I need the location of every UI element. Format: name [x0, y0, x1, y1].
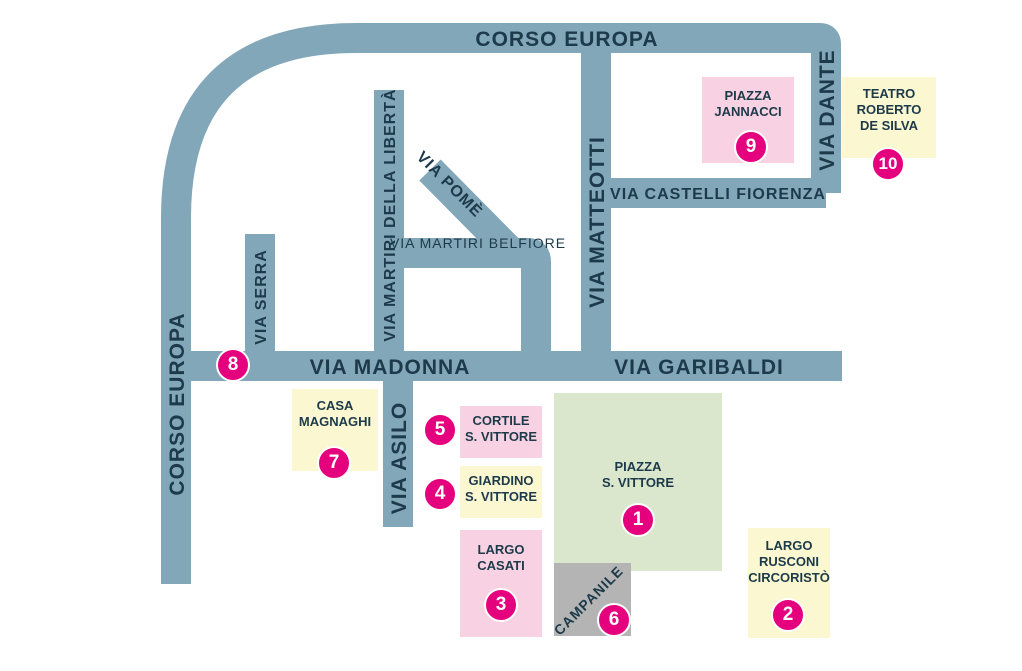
- marker-1[interactable]: 1: [621, 503, 655, 537]
- label-via-serra: VIA SERRA: [253, 249, 270, 345]
- road-via-pome: [419, 159, 523, 264]
- place-name: TEATRO ROBERTO DE SILVA: [856, 86, 922, 133]
- label-via-madonna: VIA MADONNA: [310, 356, 471, 379]
- marker-8[interactable]: 8: [216, 348, 250, 382]
- place-name: GIARDINO S. VITTORE: [465, 473, 537, 504]
- label-via-martiri-liberta: VIA MARTIRI DELLA LIBERTÀ: [380, 88, 399, 341]
- place-name: LARGO RUSCONI CIRCORISTÒ: [748, 538, 830, 585]
- marker-2[interactable]: 2: [771, 598, 805, 632]
- label-via-matteotti: VIA MATTEOTTI: [586, 136, 609, 308]
- marker-7[interactable]: 7: [317, 446, 351, 480]
- label-via-asilo: VIA ASILO: [388, 402, 411, 514]
- place-cortile-s-vittore[interactable]: CORTILE S. VITTORE: [460, 406, 542, 458]
- marker-9[interactable]: 9: [734, 130, 768, 164]
- place-name: LARGO CASATI: [477, 542, 525, 573]
- label-via-martiri-belfiore: VIA MARTIRI BELFIORE: [390, 235, 566, 251]
- label-corso-europa-top: CORSO EUROPA: [475, 28, 658, 51]
- place-teatro-de-silva[interactable]: TEATRO ROBERTO DE SILVA: [842, 77, 936, 158]
- place-name: PIAZZA JANNACCI: [714, 88, 782, 119]
- marker-5[interactable]: 5: [423, 413, 457, 447]
- road-via-martiri-belfiore: [389, 238, 551, 366]
- marker-6[interactable]: 6: [597, 603, 631, 637]
- road-corso-europa: [161, 23, 841, 584]
- place-name: CORTILE S. VITTORE: [465, 413, 537, 444]
- label-via-castelli-fiorenza: VIA CASTELLI FIORENZA: [610, 186, 826, 203]
- label-via-dante: VIA DANTE: [816, 49, 839, 170]
- place-name: PIAZZA S. VITTORE: [602, 459, 674, 490]
- roads: [161, 23, 842, 584]
- place-name: CASA MAGNAGHI: [298, 398, 372, 429]
- place-piazza-s-vittore[interactable]: PIAZZA S. VITTORE: [554, 393, 722, 563]
- marker-4[interactable]: 4: [423, 477, 457, 511]
- marker-3[interactable]: 3: [484, 588, 518, 622]
- piazza-s-vittore-area: [554, 393, 722, 571]
- place-giardino-s-vittore[interactable]: GIARDINO S. VITTORE: [460, 466, 542, 518]
- marker-10[interactable]: 10: [871, 147, 905, 181]
- label-via-garibaldi: VIA GARIBALDI: [614, 356, 784, 379]
- label-corso-europa-left: CORSO EUROPA: [166, 312, 189, 495]
